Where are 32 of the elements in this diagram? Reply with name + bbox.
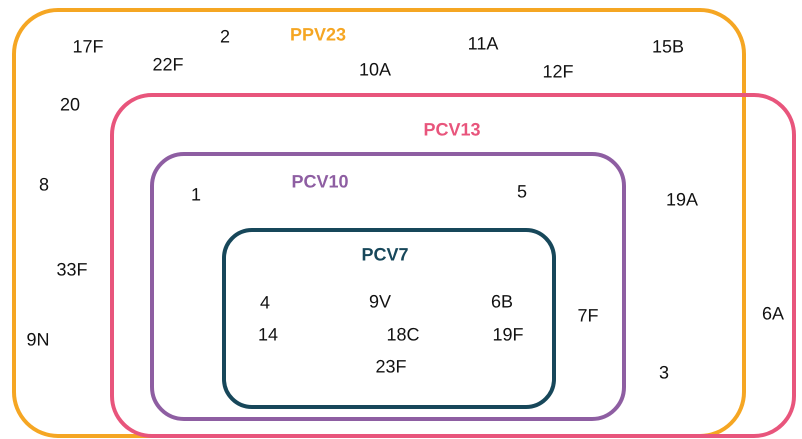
serotype-label: 3	[659, 362, 669, 384]
serotype-label: 14	[258, 324, 278, 346]
serotype-label: 15B	[652, 36, 684, 58]
serotype-label: 9V	[368, 292, 392, 312]
serotype-label: 7F	[578, 306, 598, 326]
set-title: PCV7	[361, 244, 409, 266]
serotype-label: 19A	[666, 190, 698, 210]
serotype-label: 6A	[762, 304, 784, 324]
serotype-label: 23F	[375, 356, 407, 378]
serotype-label: 4	[260, 292, 270, 314]
set-outline	[222, 228, 556, 409]
serotype-label: 8	[39, 174, 49, 196]
set-outline	[12, 8, 746, 438]
set-title: PCV10	[291, 172, 349, 192]
set-title: PPV23	[290, 24, 346, 46]
serotype-label: 12F	[542, 62, 574, 82]
set-title: PCV13	[423, 120, 481, 140]
serotype-label: 5	[517, 182, 527, 202]
set-outline	[150, 152, 626, 421]
serotype-label: 20	[60, 94, 80, 116]
serotype-label: 33F	[56, 260, 88, 280]
serotype-label: 18C	[386, 324, 420, 346]
serotype-label: 1	[191, 184, 201, 206]
serotype-label: 19F	[492, 324, 524, 346]
set-outline	[110, 93, 796, 438]
serotype-label: 17F	[72, 36, 104, 58]
serotype-label: 2	[220, 26, 230, 48]
serotype-label: 9N	[26, 330, 50, 350]
serotype-label: 10A	[358, 60, 392, 80]
serotype-label: 6B	[490, 292, 514, 312]
serotype-label: 22F	[152, 54, 184, 76]
serotype-label: 11A	[468, 34, 498, 54]
